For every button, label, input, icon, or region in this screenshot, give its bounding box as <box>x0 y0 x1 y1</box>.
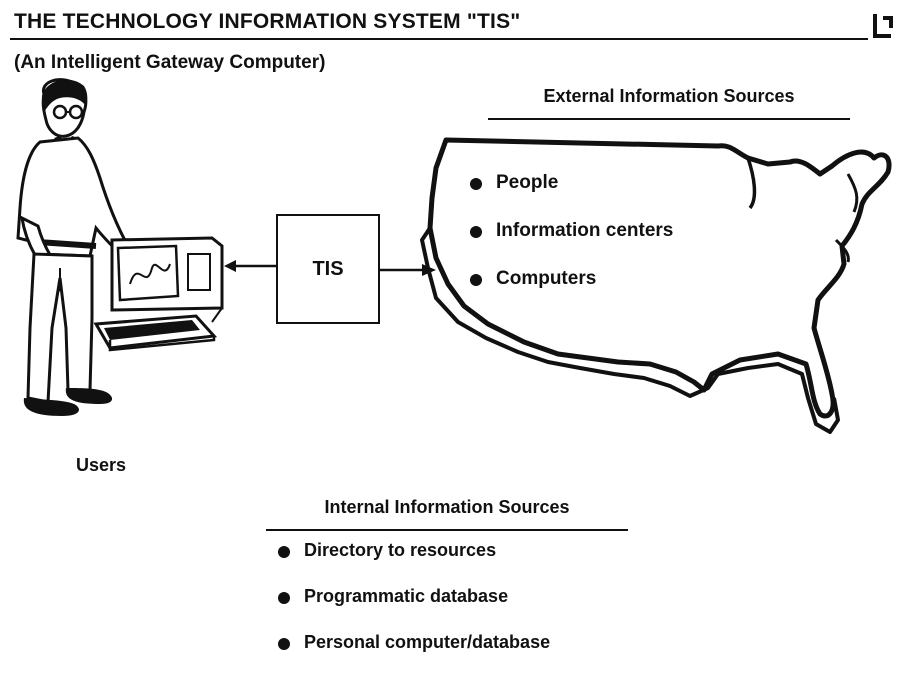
bullet-icon <box>470 178 482 190</box>
corner-logo-icon <box>873 14 893 38</box>
list-item: Information centers <box>468 220 673 268</box>
bullet-icon <box>278 638 290 650</box>
internal-sources-heading: Internal Information Sources <box>324 497 570 517</box>
title-underline <box>10 38 868 40</box>
list-item: Programmatic database <box>276 586 550 632</box>
us-map-outline <box>420 137 892 434</box>
user-legs <box>26 252 94 404</box>
diagram-subtitle: (An Intelligent Gateway Computer) <box>14 52 326 73</box>
user-at-terminal-illustration <box>16 78 224 416</box>
bullet-icon <box>278 592 290 604</box>
arrow-to-users <box>224 260 276 272</box>
tis-gateway-box: TIS <box>276 214 380 324</box>
bullet-icon <box>470 226 482 238</box>
tis-label: TIS <box>312 257 344 280</box>
internal-sources-list: Directory to resources Programmatic data… <box>276 540 550 678</box>
external-sources-list: People Information centers Computers <box>468 172 673 316</box>
bullet-icon <box>470 274 482 286</box>
list-item: Computers <box>468 268 673 316</box>
list-item: People <box>468 172 673 220</box>
list-item: Directory to resources <box>276 540 550 586</box>
bullet-icon <box>278 546 290 558</box>
list-item: Personal computer/database <box>276 632 550 678</box>
external-sources-underline <box>488 118 850 120</box>
external-sources-heading: External Information Sources <box>543 86 795 106</box>
diagram-title: THE TECHNOLOGY INFORMATION SYSTEM "TIS" <box>14 10 521 33</box>
users-label: Users <box>76 455 127 475</box>
computer-terminal-icon <box>93 236 224 352</box>
internal-sources-underline <box>266 529 628 531</box>
